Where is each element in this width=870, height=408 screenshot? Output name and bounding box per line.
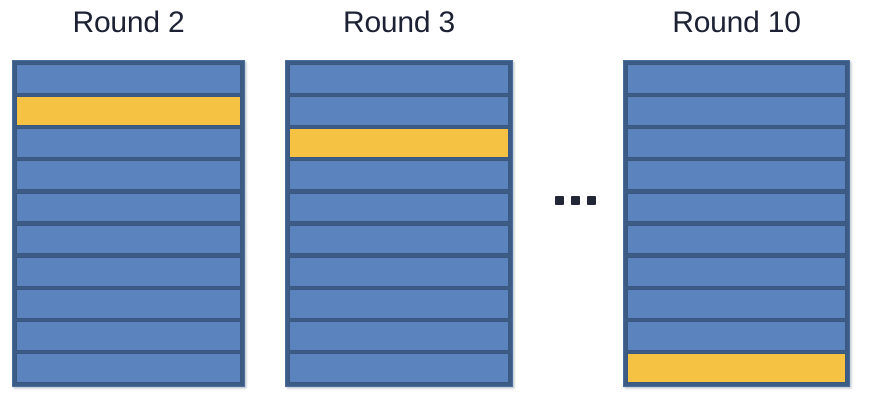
ellipsis-dot [555, 196, 564, 205]
column-title-round-2: Round 2 [72, 6, 185, 39]
stack-row-highlighted[interactable] [16, 96, 241, 126]
stack-row[interactable] [16, 321, 241, 351]
stack-row[interactable] [627, 96, 846, 126]
stack-row[interactable] [289, 321, 509, 351]
stack-row[interactable] [16, 289, 241, 319]
stack-row[interactable] [627, 64, 846, 94]
stack-row[interactable] [627, 192, 846, 223]
stack-row[interactable] [627, 289, 846, 319]
stack-row[interactable] [289, 289, 509, 319]
ellipsis-icon [555, 196, 596, 205]
round-stack-round-3 [285, 60, 513, 387]
stack-row[interactable] [627, 128, 846, 158]
round-column-round-10: Round 10 [623, 0, 850, 408]
column-title-round-10: Round 10 [672, 6, 801, 39]
stack-row[interactable] [627, 160, 846, 191]
stack-row[interactable] [289, 353, 509, 384]
stack-row[interactable] [16, 128, 241, 158]
stack-row[interactable] [627, 321, 846, 351]
round-column-round-2: Round 2 [12, 0, 245, 408]
stack-row[interactable] [16, 353, 241, 384]
stack-row[interactable] [289, 64, 509, 94]
round-stack-round-10 [623, 60, 850, 387]
column-title-round-3: Round 3 [342, 6, 456, 39]
stack-row-highlighted[interactable] [289, 128, 509, 158]
stack-row[interactable] [16, 64, 241, 94]
stack-row[interactable] [16, 192, 241, 223]
stack-row[interactable] [289, 192, 509, 223]
stack-row[interactable] [627, 256, 846, 287]
round-stack-round-2 [12, 60, 245, 387]
ellipsis-dot [571, 196, 580, 205]
stack-row[interactable] [289, 160, 509, 191]
ellipsis-dot [587, 196, 596, 205]
stack-row[interactable] [289, 224, 509, 255]
round-column-round-3: Round 3 [285, 0, 513, 408]
stack-row[interactable] [627, 224, 846, 255]
stack-row[interactable] [289, 256, 509, 287]
stack-row[interactable] [16, 160, 241, 191]
stack-row[interactable] [16, 256, 241, 287]
stack-row[interactable] [289, 96, 509, 126]
stack-row[interactable] [16, 224, 241, 255]
stack-row-highlighted[interactable] [627, 353, 846, 384]
